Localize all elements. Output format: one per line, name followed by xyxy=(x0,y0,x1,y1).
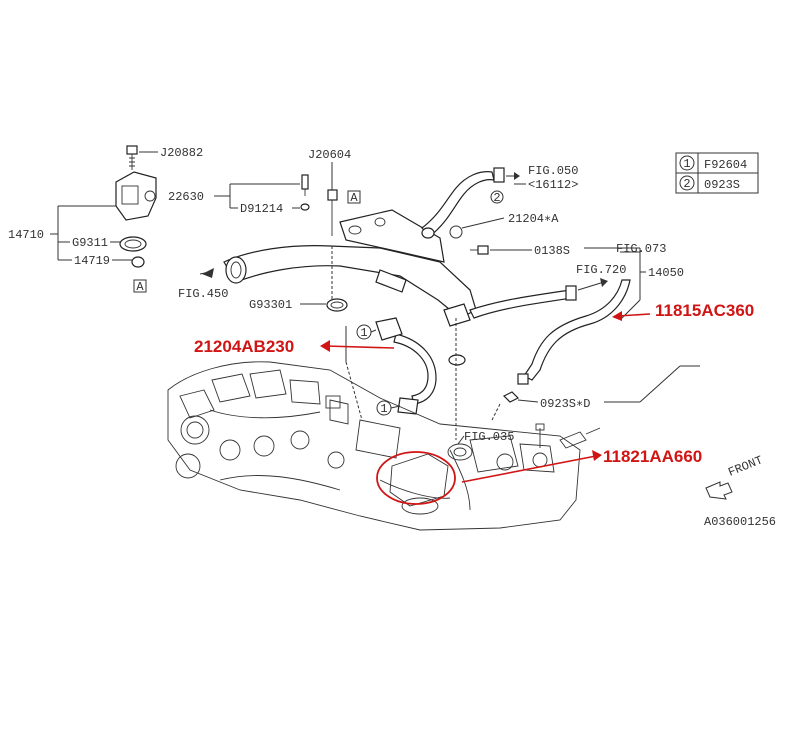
diagram-code: A036001256 xyxy=(704,515,776,529)
legend: 1 2 F92604 0923S xyxy=(675,152,759,194)
label-j20882: J20882 xyxy=(160,146,203,160)
label-fig050: FIG.050 xyxy=(528,164,578,178)
engine-block: FIG.035 xyxy=(167,361,601,531)
circle-2-top: 2 xyxy=(493,191,500,205)
label-fig450: FIG.450 xyxy=(178,287,228,301)
callout-text-11821AA660: 11821AA660 xyxy=(603,447,702,466)
box-a-left: A xyxy=(136,280,144,294)
callout-21204AB230: 21204AB230 xyxy=(194,337,395,356)
callout-11821AA660: 11821AA660 xyxy=(376,447,702,505)
callout-11815AC360: 11815AC360 xyxy=(612,301,754,321)
label-front: FRONT xyxy=(726,453,765,479)
box-a-top: A xyxy=(350,191,358,205)
front-indicator: FRONT xyxy=(705,453,765,500)
callout-text-21204AB230: 21204AB230 xyxy=(194,337,294,356)
circle-1-upper: 1 xyxy=(360,326,367,340)
label-g9311: G9311 xyxy=(72,236,108,250)
label-14719: 14719 xyxy=(74,254,110,268)
callout-text-11815AC360: 11815AC360 xyxy=(655,301,754,320)
left-assembly: J20882 A 14710 G9311 14719 xyxy=(8,145,203,294)
label-22630: 22630 xyxy=(168,190,204,204)
label-fig073: FIG.073 xyxy=(616,242,666,256)
legend-code-2: 0923S xyxy=(704,178,740,192)
circle-1-lower: 1 xyxy=(380,402,387,416)
legend-num-1: 1 xyxy=(683,157,690,171)
label-14050: 14050 xyxy=(648,266,684,280)
label-14710: 14710 xyxy=(8,228,44,242)
label-fig720: FIG.720 xyxy=(576,263,626,277)
upper-hose: FIG.050 <16112> 2 21204∗A xyxy=(421,164,578,239)
middle-hose: 1 1 xyxy=(345,317,466,440)
right-hoses: 0138S FIG.073 FIG.720 14050 0923S∗D xyxy=(469,242,700,421)
label-16112: <16112> xyxy=(528,178,578,192)
water-pipe: FIG.450 G93301 xyxy=(178,209,477,327)
label-0923sd: 0923S∗D xyxy=(540,397,590,411)
label-g93301: G93301 xyxy=(249,298,292,312)
legend-code-1: F92604 xyxy=(704,158,747,172)
sensor-assembly: J20604 22630 D91214 A xyxy=(168,148,361,236)
legend-num-2: 2 xyxy=(683,177,690,191)
front-arrow-icon xyxy=(705,481,733,500)
label-0138s: 0138S xyxy=(534,244,570,258)
label-fig035: FIG.035 xyxy=(464,430,514,444)
label-j20604: J20604 xyxy=(308,148,351,162)
label-21204a: 21204∗A xyxy=(508,212,559,226)
highlight-circle xyxy=(376,451,456,505)
label-d91214: D91214 xyxy=(240,202,283,216)
